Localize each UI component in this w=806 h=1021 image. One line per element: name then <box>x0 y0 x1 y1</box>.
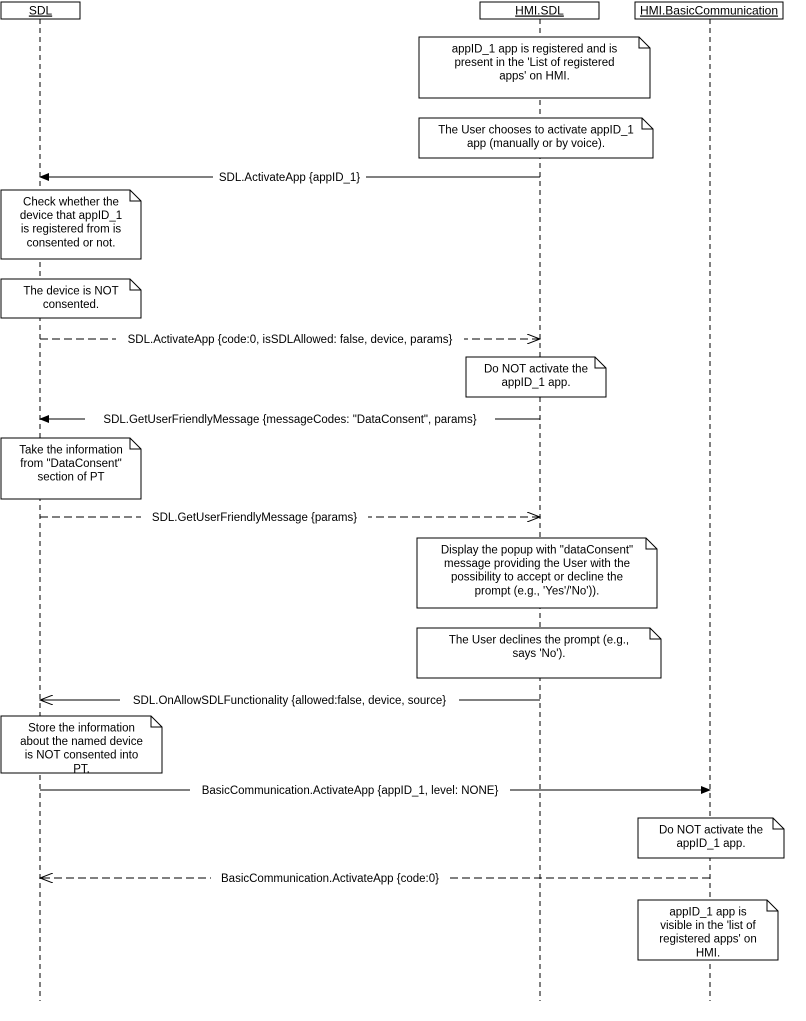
note-n6-line: Take the information <box>19 445 123 457</box>
note-n4-line: The device is NOT <box>23 286 118 298</box>
message-bc-activate-app: BasicCommunication.ActivateApp {appID_1,… <box>40 783 711 797</box>
participant-hmi-basiccommunication[interactable]: HMI.BasicCommunication <box>634 1 784 20</box>
note-n3-line: consented or not. <box>27 237 116 249</box>
note-n6-line: from "DataConsent" <box>20 458 121 470</box>
note-n10-line: appID_1 app. <box>676 838 745 850</box>
message-activate-app-label: SDL.ActivateApp {appID_1} <box>219 172 360 184</box>
note-n7-line: message providing the User with the <box>444 558 630 570</box>
message-get-user-friendly-message-label: SDL.GetUserFriendlyMessage {messageCodes… <box>103 414 476 426</box>
participant-sdl[interactable]: SDL <box>0 1 81 20</box>
note-n3-line: is registered from is <box>21 224 122 236</box>
participant-sdl-label: SDL <box>29 4 53 18</box>
message-get-user-friendly-message: SDL.GetUserFriendlyMessage {messageCodes… <box>39 412 540 426</box>
note-n11-line: HMI. <box>696 947 720 959</box>
note-n3-line: device that appID_1 <box>20 210 122 222</box>
note-n5-line: Do NOT activate the <box>484 364 588 376</box>
message-get-user-friendly-message-response-label: SDL.GetUserFriendlyMessage {params} <box>152 512 357 524</box>
note-n1-line: apps' on HMI. <box>499 71 570 83</box>
note-n6-line: section of PT <box>37 472 104 484</box>
message-bc-activate-app-response: BasicCommunication.ActivateApp {code:0} <box>40 871 710 885</box>
note-n7: Display the popup with "dataConsent"mess… <box>416 537 658 609</box>
note-n11-line: registered apps' on <box>659 934 756 946</box>
note-n8-line: says 'No'). <box>513 648 566 660</box>
message-get-user-friendly-message-response: SDL.GetUserFriendlyMessage {params} <box>40 510 540 524</box>
note-n10-line: Do NOT activate the <box>659 825 763 837</box>
note-n11-line: appID_1 app is <box>669 907 747 919</box>
note-n3-line: Check whether the <box>23 197 119 209</box>
participant-hmi-sdl-label: HMI.SDL <box>515 4 564 18</box>
note-n7-line: Display the popup with "dataConsent" <box>441 545 633 557</box>
note-n2-line: app (manually or by voice). <box>467 138 605 150</box>
participant-hmi-sdl[interactable]: HMI.SDL <box>479 1 600 20</box>
message-on-allow-sdl-functionality-label: SDL.OnAllowSDLFunctionality {allowed:fal… <box>133 695 446 707</box>
message-activate-app: SDL.ActivateApp {appID_1} <box>39 170 540 184</box>
note-n7-line: possibility to accept or decline the <box>451 572 623 584</box>
message-bc-activate-app-response-label: BasicCommunication.ActivateApp {code:0} <box>221 873 439 885</box>
note-n1-line: appID_1 app is registered and is <box>452 44 618 56</box>
note-n4-line: consented. <box>43 299 99 311</box>
note-n5-line: appID_1 app. <box>501 377 570 389</box>
message-on-allow-sdl-functionality: SDL.OnAllowSDLFunctionality {allowed:fal… <box>40 693 540 707</box>
note-n11-line: visible in the 'list of <box>660 920 756 932</box>
note-n1-line: present in the 'List of registered <box>454 57 614 69</box>
message-activate-app-response-label: SDL.ActivateApp {code:0, isSDLAllowed: f… <box>128 334 453 346</box>
notes-layer: appID_1 app is registered and ispresent … <box>0 36 785 961</box>
message-activate-app-response: SDL.ActivateApp {code:0, isSDLAllowed: f… <box>40 332 540 346</box>
note-n9-line: Store the information <box>28 723 135 735</box>
note-n7-line: prompt (e.g., 'Yes'/'No')). <box>475 585 600 597</box>
note-n8-line: The User declines the prompt (e.g., <box>449 635 629 647</box>
note-n2-line: The User chooses to activate appID_1 <box>438 125 634 137</box>
note-n9-line: about the named device <box>20 736 143 748</box>
note-n2: The User chooses to activate appID_1app … <box>418 117 654 159</box>
message-bc-activate-app-label: BasicCommunication.ActivateApp {appID_1,… <box>202 785 499 797</box>
note-n9-line: PT. <box>73 763 90 775</box>
note-n1: appID_1 app is registered and ispresent … <box>418 36 651 99</box>
note-n8: The User declines the prompt (e.g.,says … <box>416 627 662 679</box>
note-n9-line: is NOT consented into <box>25 750 139 762</box>
participant-hmi-basiccommunication-label: HMI.BasicCommunication <box>640 4 778 18</box>
